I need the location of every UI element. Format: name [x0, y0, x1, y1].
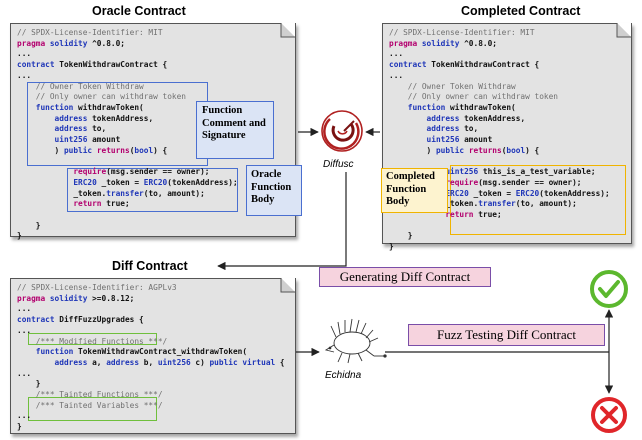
modified-functions-highlight [28, 333, 157, 345]
diff-contract-title: Diff Contract [112, 259, 188, 273]
code-line: // SPDX-License-Identifier: MIT [17, 28, 163, 37]
code-line: ) public returns(bool) { [17, 145, 168, 155]
code-line: ERC20 _token = ERC20(tokenAddress); [17, 177, 238, 187]
echidna-sketch-icon [324, 318, 387, 364]
code-line: uint256 this_is_a_test_variable; [445, 167, 596, 177]
code-line: // SPDX-License-Identifier: MIT [389, 28, 535, 37]
code-line: pragma solidity >=0.8.12; [17, 293, 135, 303]
code-line: // Owner Token Withdraw [17, 81, 144, 91]
completed-contract-title: Completed Contract [461, 4, 581, 18]
code-line: ERC20 _token = ERC20(tokenAddress); [445, 188, 610, 198]
code-line: ... [17, 70, 32, 80]
code-line [389, 156, 610, 167]
code-line [17, 210, 238, 221]
code-line: } [17, 422, 22, 432]
generating-diff-step: Generating Diff Contract [319, 267, 491, 287]
code-line: /*** Modified Functions ***/ [17, 336, 168, 346]
echidna-label: Echidna [325, 370, 362, 381]
code-line: // Only owner can withdraw token [389, 92, 558, 102]
code-line: ) public returns(bool) { [389, 145, 540, 155]
code-line: address tokenAddress, [17, 113, 154, 123]
code-line: pragma solidity ^0.8.0; [389, 38, 497, 48]
code-line: // Only owner can withdraw token [17, 92, 186, 102]
code-line: // SPDX-License-Identifier: AGPLv3 [17, 283, 177, 292]
generating-diff-label: Generating Diff Contract [339, 269, 471, 284]
code-line: /*** Tainted Functions ***/ [17, 390, 163, 400]
code-line: // Owner Token Withdraw [389, 81, 516, 91]
signature-callout: Function Comment and Signature [196, 101, 274, 159]
completed-body-highlight [450, 165, 626, 235]
code-line: ... [389, 70, 404, 80]
signature-callout-label: Function Comment and Signature [202, 105, 266, 141]
code-line: function TokenWithdrawContract_withdrawT… [17, 347, 248, 357]
check-circle-icon [590, 270, 628, 308]
code-line: function withdrawToken( [389, 102, 516, 112]
code-line: ... [17, 368, 32, 378]
code-line: function withdrawToken( [17, 102, 144, 112]
code-line: uint256 amount [17, 135, 121, 145]
code-line: contract DiffFuzzUpgrades { [17, 315, 144, 325]
oracle-body-callout-label: Oracle Function Body [251, 169, 292, 205]
code-line: _token.transfer(to, amount); [445, 199, 577, 209]
code-line: ... [389, 49, 404, 59]
code-line: } [17, 231, 22, 241]
code-line: uint256 amount [389, 135, 493, 145]
oracle-contract-title: Oracle Contract [92, 4, 186, 18]
code-line: address to, [389, 124, 479, 134]
completed-body-callout-label: Completed Function Body [386, 171, 435, 207]
completed-body-callout: Completed Function Body [381, 168, 448, 213]
code-line [389, 221, 610, 232]
fuzz-testing-step: Fuzz Testing Diff Contract [408, 324, 605, 346]
tainted-highlight [28, 397, 157, 421]
code-line: require(msg.sender == owner); [445, 177, 582, 187]
code-line: return true; [389, 209, 502, 219]
code-line: ... [17, 325, 32, 335]
code-line: pragma solidity ^0.8.0; [17, 38, 125, 48]
code-line: contract TokenWithdrawContract { [17, 60, 168, 70]
code-line: ... [17, 411, 32, 421]
code-line: /*** Tainted Variables ***/ [17, 400, 163, 410]
oracle-body-callout: Oracle Function Body [246, 165, 302, 216]
code-line: } [17, 379, 41, 389]
code-line: } [17, 220, 41, 230]
code-line: _token.transfer(to, amount); [17, 188, 205, 198]
code-line: return true; [17, 199, 130, 209]
code-line: contract TokenWithdrawContract { [389, 60, 540, 70]
code-line: address a, address b, uint256 c) public … [17, 357, 285, 367]
code-line: } [389, 242, 394, 252]
code-line: ... [17, 49, 32, 59]
code-line: address to, [17, 124, 107, 134]
code-line: address tokenAddress, [389, 113, 526, 123]
diffusc-label: Diffusc [323, 159, 354, 170]
diffusc-logo-icon [321, 110, 363, 152]
code-line: ... [17, 304, 32, 314]
x-circle-icon [591, 397, 627, 433]
code-line: } [389, 231, 413, 241]
code-line: require(msg.sender == owner); [17, 167, 210, 177]
fuzz-testing-label: Fuzz Testing Diff Contract [436, 327, 577, 342]
